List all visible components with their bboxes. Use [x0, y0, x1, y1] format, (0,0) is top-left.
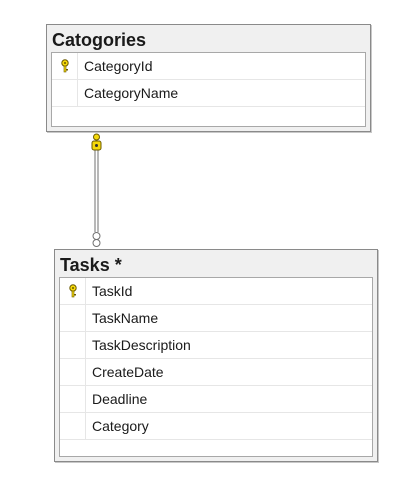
column-name: CategoryId	[84, 58, 153, 74]
key-cell	[60, 359, 86, 385]
one-end-key-icon	[91, 133, 102, 151]
table-title-tasks: Tasks *	[60, 255, 122, 275]
column-row-createdate[interactable]: CreateDate	[60, 359, 372, 386]
column-name: CreateDate	[92, 364, 164, 380]
column-row-taskname[interactable]: TaskName	[60, 305, 372, 332]
column-name: TaskId	[92, 283, 133, 299]
column-name: TaskName	[92, 310, 159, 326]
table-tasks[interactable]: Tasks * TaskId TaskName Ta	[54, 249, 378, 462]
primary-key-icon	[61, 59, 69, 73]
column-row-categoryname[interactable]: CategoryName	[52, 80, 365, 107]
key-cell	[60, 278, 86, 304]
column-name: Category	[92, 418, 149, 434]
key-cell	[52, 53, 78, 79]
column-row-category[interactable]: Category	[60, 413, 372, 440]
key-cell	[60, 332, 86, 358]
column-name: Deadline	[92, 391, 148, 407]
column-row-deadline[interactable]: Deadline	[60, 386, 372, 413]
table-catogories[interactable]: Catogories CategoryId CategoryName	[46, 24, 371, 132]
primary-key-icon	[69, 284, 77, 298]
key-cell	[60, 413, 86, 439]
column-list-tasks: TaskId TaskName TaskDescription CreateDa…	[59, 277, 373, 457]
column-row-taskid[interactable]: TaskId	[60, 278, 372, 305]
many-end-infinity-icon	[92, 232, 101, 247]
column-name: TaskDescription	[92, 337, 191, 353]
column-name: CategoryName	[84, 85, 179, 101]
key-cell	[60, 305, 86, 331]
table-title-catogories: Catogories	[52, 30, 147, 50]
column-row-categoryid[interactable]: CategoryId	[52, 53, 365, 80]
column-list-catogories: CategoryId CategoryName	[51, 52, 366, 127]
key-cell	[60, 386, 86, 412]
column-row-taskdescription[interactable]: TaskDescription	[60, 332, 372, 359]
key-cell	[52, 80, 78, 106]
